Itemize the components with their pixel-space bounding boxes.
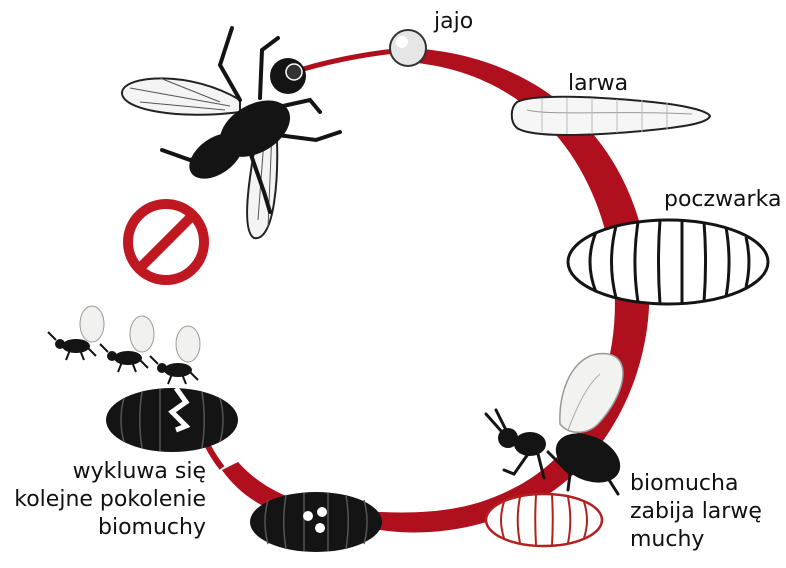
- label-parasitoid: biomucha zabija larwę muchy: [630, 470, 762, 554]
- parasitized-pupa-icon: [486, 494, 602, 546]
- label-new-generation: wykluwa się kolejne pokolenie biomuchy: [14, 458, 206, 542]
- prohibited-icon: [128, 204, 204, 280]
- label-new-generation-line-2: kolejne pokolenie: [14, 486, 206, 514]
- small-wasp-icon: [100, 316, 154, 372]
- label-new-generation-line-3: biomuchy: [14, 514, 206, 542]
- pupa-with-exit-holes-icon: [250, 492, 382, 552]
- label-parasitoid-line-2: zabija larwę: [630, 498, 762, 526]
- small-wasp-icon: [150, 326, 200, 384]
- wasp-swarm-icon: [48, 306, 200, 384]
- label-larva: larwa: [568, 70, 628, 98]
- label-pupa: poczwarka: [664, 186, 781, 214]
- label-new-generation-line-1: wykluwa się: [14, 458, 206, 486]
- small-wasp-icon: [48, 306, 104, 360]
- label-parasitoid-line-3: muchy: [630, 526, 762, 554]
- pupa-icon: [568, 220, 768, 304]
- hatched-pupa-icon: [106, 388, 238, 452]
- egg-icon: [390, 30, 426, 66]
- label-parasitoid-line-1: biomucha: [630, 470, 762, 498]
- label-egg: jajo: [434, 8, 473, 36]
- larva-icon: [512, 97, 710, 135]
